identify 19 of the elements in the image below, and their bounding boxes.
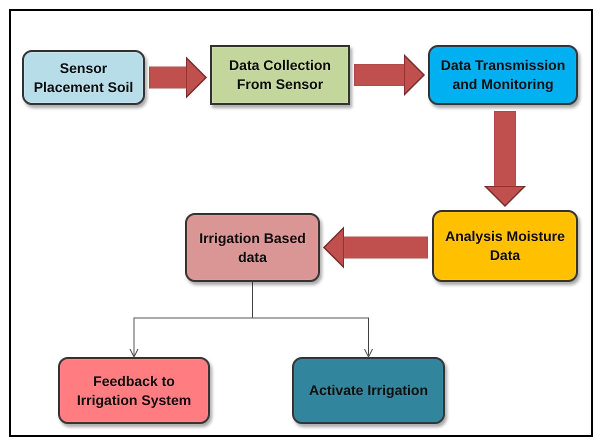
block-arrow: [149, 56, 207, 98]
block-arrow: [354, 54, 425, 96]
box-label: Irrigation Based data: [198, 228, 307, 266]
process-box: [22, 50, 145, 105]
box-label: Analysis Moisture Data: [444, 227, 566, 265]
process-box: [292, 357, 445, 424]
block-arrow: [323, 226, 428, 268]
block-arrow: [484, 111, 526, 207]
process-box: [428, 45, 578, 105]
process-box: [432, 210, 578, 282]
box-label: Feedback to Irrigation System: [76, 372, 192, 410]
box-label: Data Collection From Sensor: [228, 56, 332, 94]
process-box: [210, 45, 350, 105]
box-label: Data Transmission and Monitoring: [440, 56, 566, 94]
arrow: [252, 282, 373, 358]
box-label: Activate Irrigation: [308, 381, 428, 400]
process-box: [58, 357, 210, 424]
box-label: Sensor Placement Soil: [32, 58, 134, 96]
process-box: [185, 213, 320, 282]
